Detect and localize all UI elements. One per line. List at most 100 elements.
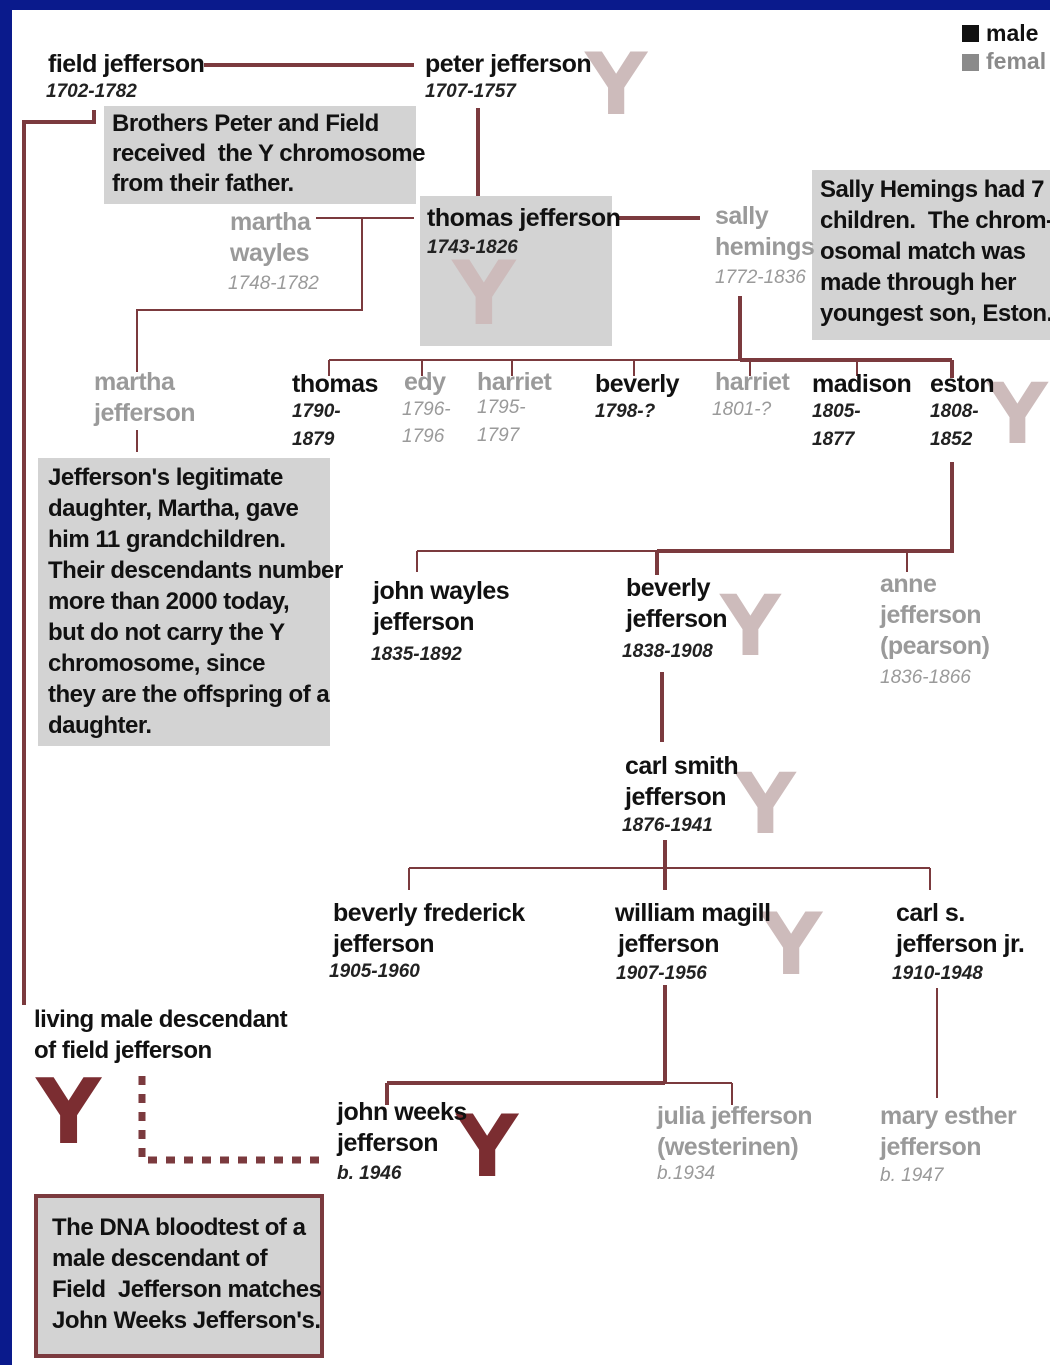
note-line: from their father. bbox=[112, 170, 294, 197]
carl-jr-name: carl s. bbox=[896, 899, 965, 927]
julia-jefferson-years: b.1934 bbox=[657, 1163, 716, 1184]
child-edy-name: edy bbox=[404, 368, 446, 396]
y-chromosome-icon: Y bbox=[36, 1060, 102, 1165]
martha-jefferson-name: jefferson bbox=[94, 399, 196, 427]
note-line: chromosome, since bbox=[48, 650, 265, 677]
living-descendant-label: of field jefferson bbox=[34, 1037, 212, 1064]
sally-hemings-years: 1772-1836 bbox=[715, 267, 806, 288]
child-harriet2-years: 1801-? bbox=[712, 399, 772, 420]
thomas-box bbox=[420, 196, 612, 346]
y-chromosome-icon: Y bbox=[735, 755, 796, 853]
y-chromosome-icon: Y bbox=[760, 895, 823, 995]
child-eston-name: eston bbox=[930, 370, 995, 398]
note-line: daughter, Martha, gave bbox=[48, 495, 299, 522]
beverly-jefferson-name: beverly bbox=[626, 574, 711, 602]
note-line: youngest son, Eston. bbox=[820, 300, 1050, 327]
child-harriet1-years: 1797 bbox=[477, 425, 520, 446]
field-descendant-line bbox=[22, 110, 96, 1005]
child-beverly-name: beverly bbox=[595, 370, 680, 398]
y-chromosome-icon: Y bbox=[456, 1097, 519, 1197]
child-edy-years: 1796 bbox=[402, 426, 445, 447]
note-line: Sally Hemings had 7 bbox=[820, 176, 1044, 203]
anne-jefferson-name: (pearson) bbox=[880, 632, 990, 660]
y-chromosome-icon: Y bbox=[720, 577, 781, 675]
beverly-frederick-name: jefferson bbox=[333, 930, 435, 958]
william-magill-years: 1907-1956 bbox=[616, 963, 707, 984]
y-chromosome-icon: Y bbox=[452, 242, 516, 345]
julia-jefferson-name: julia jefferson bbox=[657, 1102, 813, 1130]
note-line: The DNA bloodtest of a bbox=[52, 1214, 306, 1241]
y-chromosome-icon: Y bbox=[987, 365, 1048, 463]
legend-female-label: femal bbox=[986, 50, 1047, 73]
note-line: daughter. bbox=[48, 712, 152, 739]
note-line: Brothers Peter and Field bbox=[112, 110, 379, 137]
peter-jefferson-name: peter jefferson bbox=[425, 50, 592, 78]
martha-wayles-years: 1748-1782 bbox=[228, 273, 319, 294]
field-jefferson-name: field jefferson bbox=[48, 50, 205, 78]
pedigree-chart: male femal Brothers Peter and Field rece… bbox=[12, 10, 1050, 1365]
martha-wayles-name: martha bbox=[230, 208, 311, 236]
child-thomas-name: thomas bbox=[292, 370, 378, 398]
child-beverly-years: 1798-? bbox=[595, 401, 656, 422]
beverly-jefferson-name: jefferson bbox=[626, 605, 728, 633]
child-harriet1-years: 1795- bbox=[477, 397, 526, 418]
john-weeks-name: john weeks bbox=[337, 1098, 467, 1126]
eston-children-line bbox=[657, 462, 954, 553]
carl-smith-name: carl smith bbox=[625, 752, 739, 780]
note-line: him 11 grandchildren. bbox=[48, 526, 286, 553]
martha-jefferson-name: martha bbox=[94, 368, 175, 396]
julia-jefferson-name: (westerinen) bbox=[657, 1133, 799, 1161]
note-line: John Weeks Jefferson's. bbox=[52, 1307, 321, 1334]
child-madison-name: madison bbox=[812, 370, 912, 398]
wayles-martha-line bbox=[136, 218, 363, 372]
note-brothers: Brothers Peter and Field received the Y … bbox=[104, 106, 425, 204]
note-line: osomal match was bbox=[820, 238, 1026, 265]
child-madison-years: 1805- bbox=[812, 401, 861, 422]
note-line: male descendant of bbox=[52, 1245, 268, 1272]
field-jefferson-years: 1702-1782 bbox=[46, 81, 137, 102]
anne-jefferson-name: jefferson bbox=[880, 601, 982, 629]
child-eston-years: 1808- bbox=[930, 401, 979, 422]
child-eston-years: 1852 bbox=[930, 429, 973, 450]
anne-jefferson-name: anne bbox=[880, 570, 937, 598]
beverly-jefferson-years: 1838-1908 bbox=[622, 641, 713, 662]
sally-hemings-name: hemings bbox=[715, 233, 815, 261]
beverly-frederick-years: 1905-1960 bbox=[329, 961, 420, 982]
child-thomas-years: 1879 bbox=[292, 429, 335, 450]
carl-jr-name: jefferson jr. bbox=[896, 930, 1025, 958]
anne-jefferson-years: 1836-1866 bbox=[880, 667, 971, 688]
connector-lines bbox=[22, 63, 954, 1164]
child-harriet1-name: harriet bbox=[477, 368, 552, 396]
thomas-jefferson-years: 1743-1826 bbox=[427, 237, 518, 258]
martha-wayles-name: wayles bbox=[230, 239, 310, 267]
note-line: Their descendants number bbox=[48, 557, 343, 584]
sally-hemings-name: sally bbox=[715, 202, 769, 230]
note-dna: The DNA bloodtest of a male descendant o… bbox=[34, 1194, 324, 1358]
note-sally: Sally Hemings had 7 children. The chrom-… bbox=[812, 170, 1050, 340]
mary-esther-name: mary esther bbox=[880, 1102, 1017, 1130]
note-line: made through her bbox=[820, 269, 1017, 296]
y-chromosome-icon: Y bbox=[585, 35, 648, 135]
mary-esther-years: b. 1947 bbox=[880, 1165, 944, 1186]
john-wayles-name: john wayles bbox=[373, 577, 510, 605]
thomas-jefferson-name: thomas jefferson bbox=[427, 204, 621, 232]
note-martha: Jefferson's legitimate daughter, Martha,… bbox=[38, 458, 343, 746]
william-magill-name: william magill bbox=[615, 899, 771, 927]
carl-smith-name: jefferson bbox=[625, 783, 727, 811]
note-line: more than 2000 today, bbox=[48, 588, 290, 615]
note-line: but do not carry the Y bbox=[48, 619, 285, 646]
note-line: Jefferson's legitimate bbox=[48, 464, 283, 491]
legend-male-swatch bbox=[962, 25, 979, 42]
william-magill-name: jefferson bbox=[618, 930, 720, 958]
mary-esther-name: jefferson bbox=[880, 1133, 982, 1161]
note-line: Field Jefferson matches bbox=[52, 1276, 322, 1303]
living-descendant-label: living male descendant bbox=[34, 1006, 288, 1033]
john-wayles-years: 1835-1892 bbox=[371, 644, 462, 665]
john-wayles-name: jefferson bbox=[373, 608, 475, 636]
legend-male-label: male bbox=[986, 20, 1039, 46]
john-weeks-name: jefferson bbox=[337, 1129, 439, 1157]
beverly-frederick-name: beverly frederick bbox=[333, 899, 525, 927]
peter-jefferson-years: 1707-1757 bbox=[425, 81, 516, 102]
dna-match-dotted-line bbox=[138, 1076, 320, 1164]
child-edy-years: 1796- bbox=[402, 399, 451, 420]
